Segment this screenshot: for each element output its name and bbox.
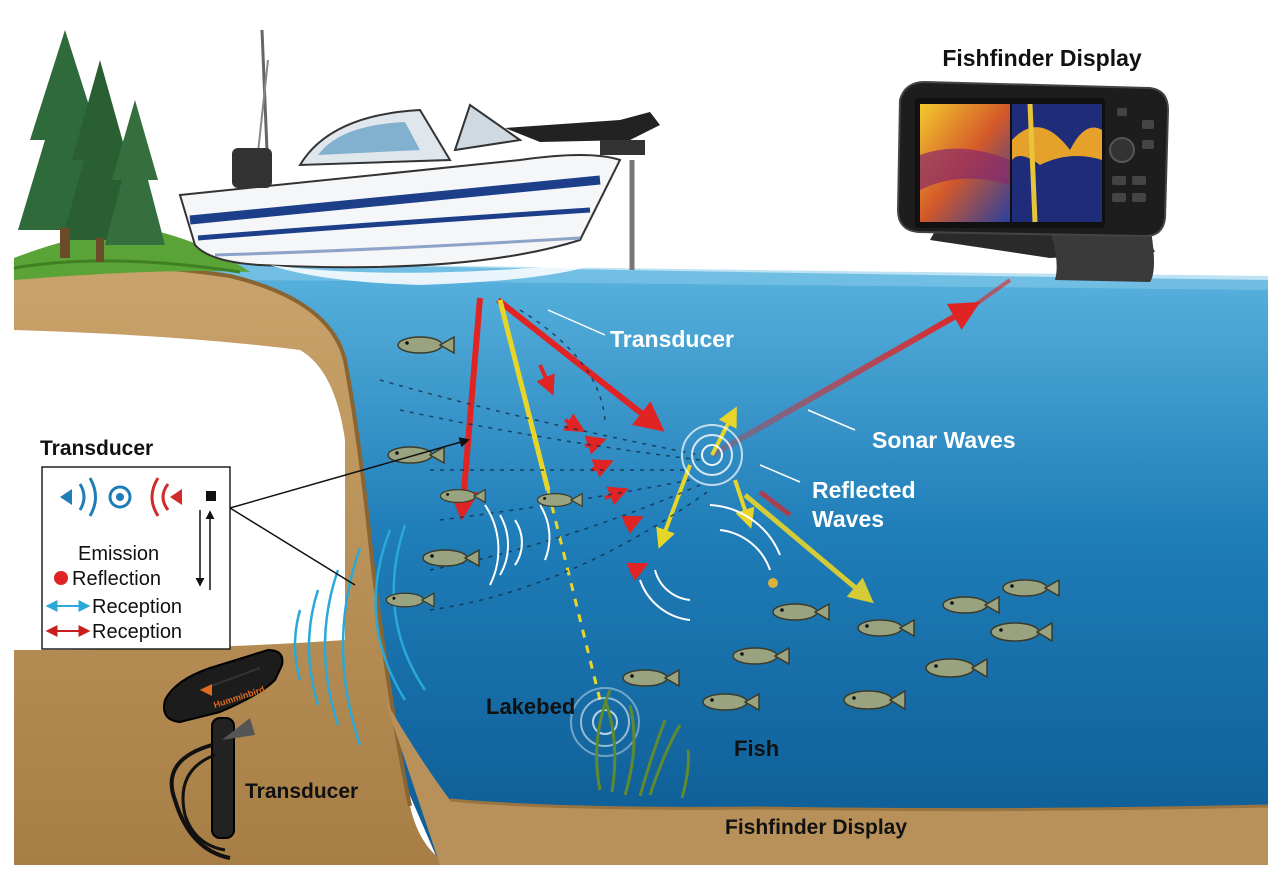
- legend-reception-red: Reception: [92, 621, 182, 643]
- fish: [772, 602, 830, 622]
- fish: [925, 657, 988, 679]
- legend: [41, 466, 231, 650]
- label-sonar-waves: Sonar Waves: [872, 427, 1016, 453]
- label-reflected-waves-line2: Waves: [812, 506, 884, 532]
- fish: [1002, 578, 1060, 598]
- fish: [942, 595, 1000, 615]
- beam-red-down: [449, 297, 483, 521]
- pointer-lines: [229, 309, 856, 586]
- brand-logo-icon: [200, 684, 212, 696]
- sonar-beams: [449, 278, 1012, 701]
- small-fish: [768, 578, 778, 588]
- beam-yellow: [497, 299, 551, 491]
- seaweed: [595, 689, 690, 799]
- transducer-device: [163, 648, 284, 860]
- boat: [178, 29, 660, 285]
- legend-reflection: Reflection: [72, 568, 161, 590]
- fish: [857, 618, 915, 638]
- water: [180, 262, 1268, 865]
- sonar-rings: [484, 424, 781, 757]
- beam-yellow-dashed: [546, 489, 602, 701]
- dial-icon: [1109, 137, 1135, 163]
- fish-school: [385, 335, 1060, 712]
- reflection-arrows: [536, 364, 792, 581]
- fish: [622, 668, 680, 688]
- pine-trees: [18, 30, 165, 262]
- fish: [422, 548, 480, 568]
- legend-reception-blue: Reception: [92, 596, 182, 618]
- fish: [385, 592, 435, 608]
- target-icon: [108, 485, 132, 509]
- legend-emission: Emission: [78, 543, 159, 565]
- emitter-icon: [60, 489, 72, 505]
- device-waves: [293, 524, 427, 746]
- label-lakebed: Lakebed: [486, 694, 575, 719]
- fish: [843, 689, 906, 711]
- fish: [397, 335, 455, 355]
- legend-box: [41, 466, 231, 650]
- fish: [702, 692, 760, 712]
- label-fishfinder-display-bottom: Fishfinder Display: [725, 816, 907, 839]
- screen-chart-right: [1012, 104, 1102, 222]
- label-fishfinder-display-top: Fishfinder Display: [942, 45, 1142, 71]
- label-reflected-waves-line1: Reflected: [812, 477, 916, 503]
- beam-red-to-display: [710, 302, 981, 458]
- fish: [990, 621, 1053, 643]
- legend-title: Transducer: [40, 437, 153, 460]
- label-transducer-water: Transducer: [610, 326, 734, 352]
- label-fish: Fish: [734, 736, 779, 761]
- fish: [536, 492, 583, 508]
- label-transducer-device: Transducer: [245, 780, 358, 803]
- beam-red-diagonal: [496, 297, 665, 432]
- lakebed: [385, 700, 1269, 865]
- receiver-icon: [170, 489, 182, 505]
- fish: [439, 488, 486, 504]
- fishfinder-display-device: [896, 80, 1170, 282]
- fish: [732, 646, 790, 666]
- reflection-dot-icon: [54, 571, 68, 585]
